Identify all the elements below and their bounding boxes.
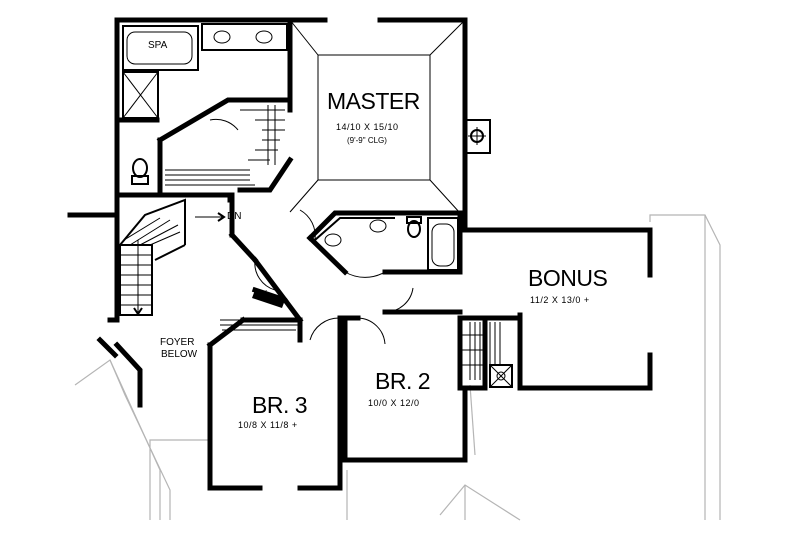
staircase	[119, 198, 226, 316]
master-room-name: MASTER	[327, 88, 420, 114]
hall-bath-fixtures	[314, 216, 459, 271]
br3-room-dims: 10/8 X 11/8 +	[238, 420, 298, 430]
closet-shelving	[165, 105, 501, 380]
double-vanity	[201, 23, 288, 51]
spa-tub	[122, 25, 199, 71]
vent-symbol	[489, 364, 513, 388]
linen-closet-shelf	[252, 290, 285, 308]
bonus-room-dims: 11/2 X 13/0 +	[530, 295, 590, 305]
stair-down-label: DN	[227, 211, 242, 222]
master-room-dims: 14/10 X 15/10	[336, 122, 399, 132]
door-swings	[209, 118, 414, 345]
toilet-master	[131, 158, 149, 185]
roofline-outlines	[74, 214, 721, 521]
br2-room-dims: 10/0 X 12/0	[368, 398, 420, 408]
foyer-below-label: BELOW	[161, 349, 198, 360]
master-ceiling-note: (9'-9" CLG)	[347, 136, 387, 145]
master-tray-ceiling	[289, 19, 466, 214]
fireplace-symbol	[468, 127, 486, 145]
br2-room-name: BR. 2	[375, 368, 431, 394]
br3-room-name: BR. 3	[252, 392, 308, 418]
foyer-label: FOYER	[160, 337, 195, 348]
shower-box	[122, 71, 159, 119]
spa-label: SPA	[148, 40, 168, 51]
bonus-room-name: BONUS	[528, 265, 608, 291]
walls	[67, 17, 653, 491]
